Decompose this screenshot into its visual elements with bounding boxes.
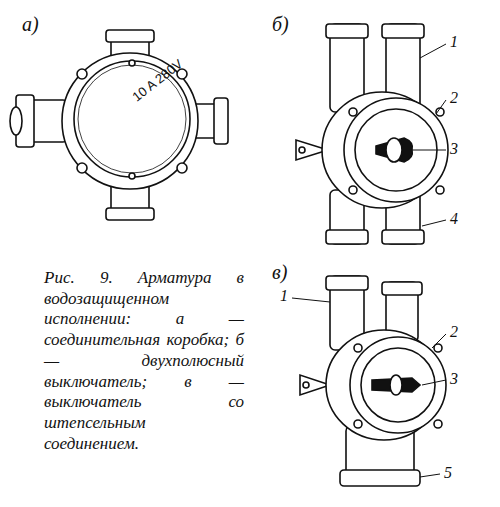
- callout-number: 5: [444, 465, 452, 481]
- callout-number: 4: [450, 211, 458, 227]
- leader-line: [292, 44, 446, 477]
- callout-number: 1: [450, 34, 458, 50]
- figure-caption: Рис. 9. Арматура в водозащищенном исполн…: [44, 268, 244, 455]
- figure-letter: а): [22, 14, 39, 34]
- two-pole-switch: [296, 24, 448, 244]
- junction-box: [10, 30, 228, 220]
- figure-letter: б): [272, 14, 289, 34]
- callout-number: 2: [450, 90, 458, 106]
- callout-number: 2: [450, 324, 458, 340]
- callout-number: 3: [450, 141, 458, 157]
- callout-number: 1: [280, 288, 288, 304]
- figure-letter: в): [272, 262, 287, 282]
- plug-switch: [300, 276, 446, 486]
- callout-number: 3: [450, 371, 458, 387]
